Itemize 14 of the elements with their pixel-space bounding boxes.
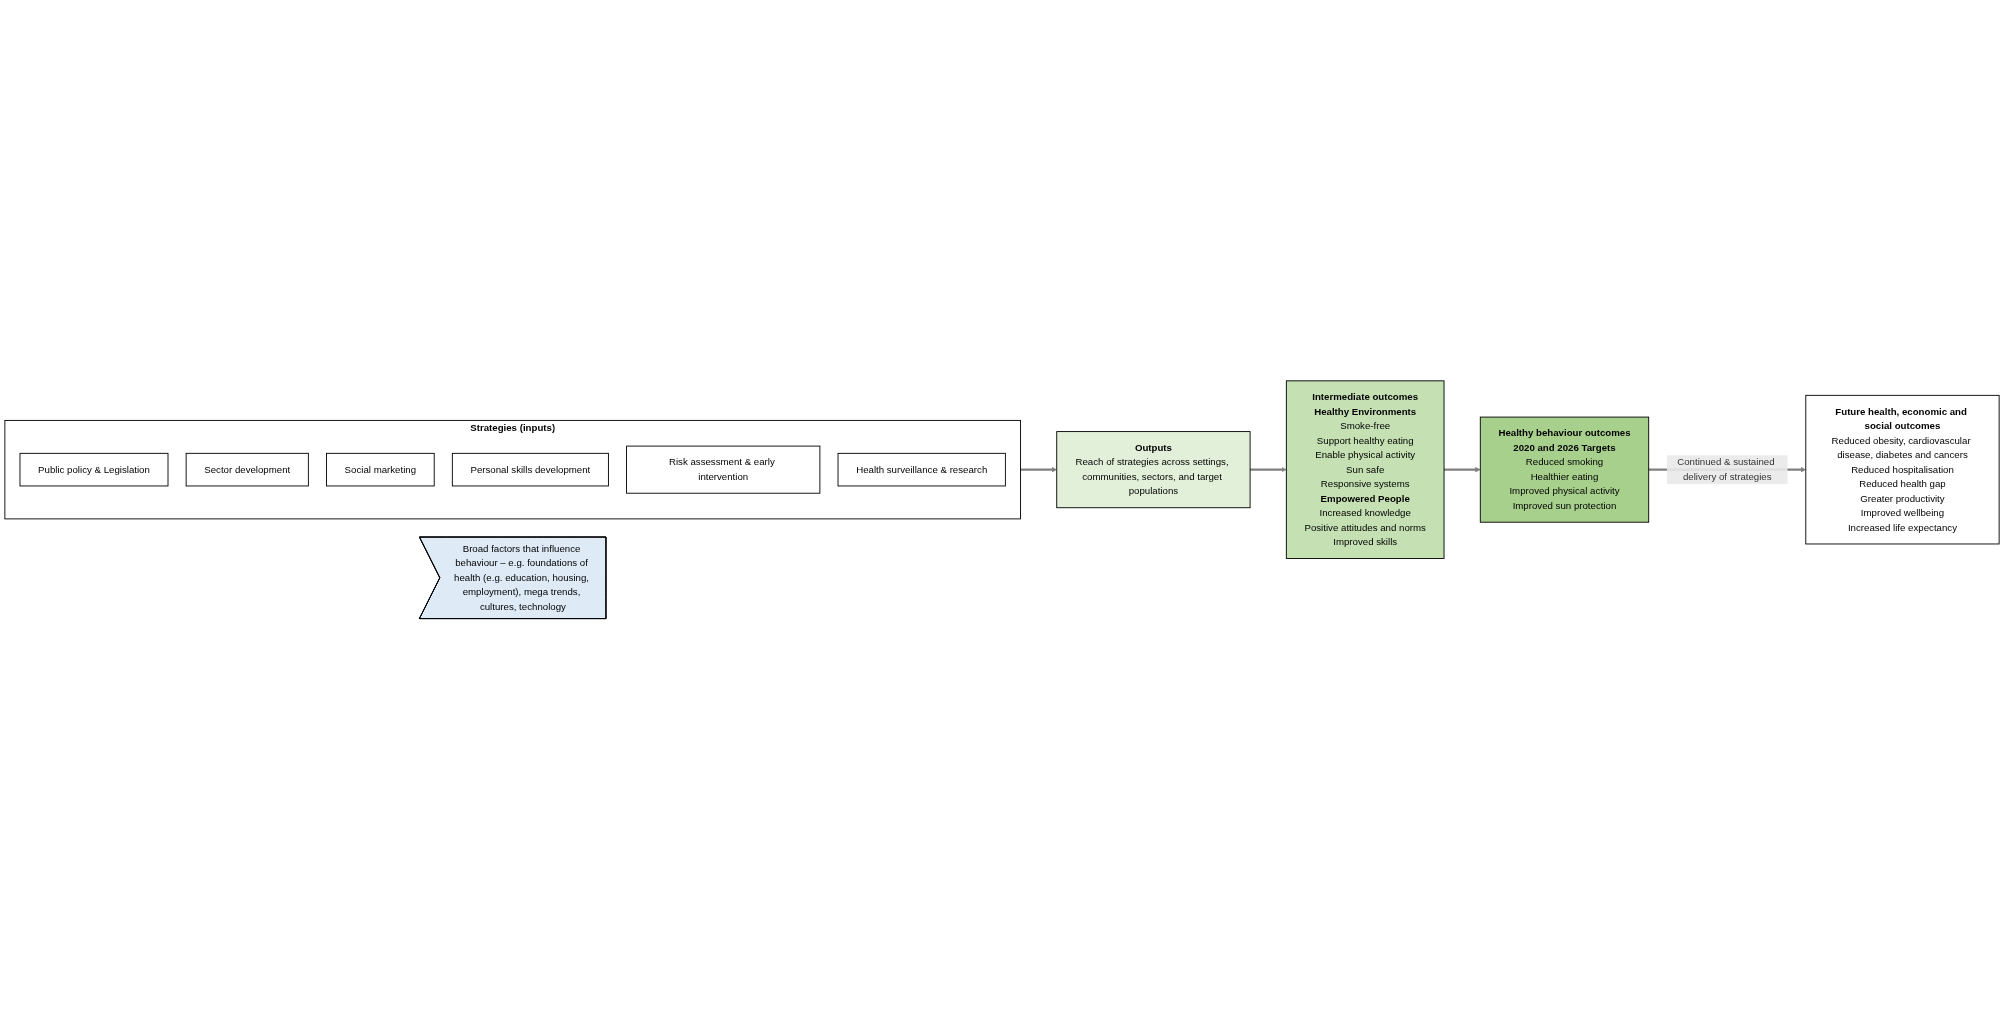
edge-label: Continued & sustained delivery of strategies: [1677, 457, 1775, 483]
node-box: Social marketing: [326, 453, 435, 487]
node-box: Outputs Reach of strategies across settings, communities, sectors, and target populations: [1056, 431, 1251, 509]
node-box: Health surveillance & research: [837, 453, 1006, 487]
node-box: Future health, economic and social outcomes Reduced obesity, cardiovascular disease, diabetes and cancers Reduced hospitalisation Reduced health gap Greater productivity Improved wellbeing Increased life expectancy: [1805, 395, 2000, 545]
arrow: [1250, 467, 1287, 473]
arrow: [1020, 467, 1057, 473]
node-box: Personal skills development: [451, 453, 609, 487]
node-box: Public policy & Legislation: [19, 453, 169, 487]
arrow: [1444, 467, 1481, 473]
node-box: Intermediate outcomes Healthy Environments Smoke-free Support healthy eating Enable physical activity Sun safe Responsive systems Empowered People Increased knowledge Positive attitudes and norms Improved skills: [1285, 380, 1445, 560]
node-box: Sector development: [185, 453, 309, 487]
node-box: Healthy behaviour outcomes 2020 and 2026 Targets Reduced smoking Healthier eating Improved physical activity Improved sun protection: [1479, 416, 1650, 523]
node-box: Risk assessment & early intervention: [626, 445, 821, 494]
